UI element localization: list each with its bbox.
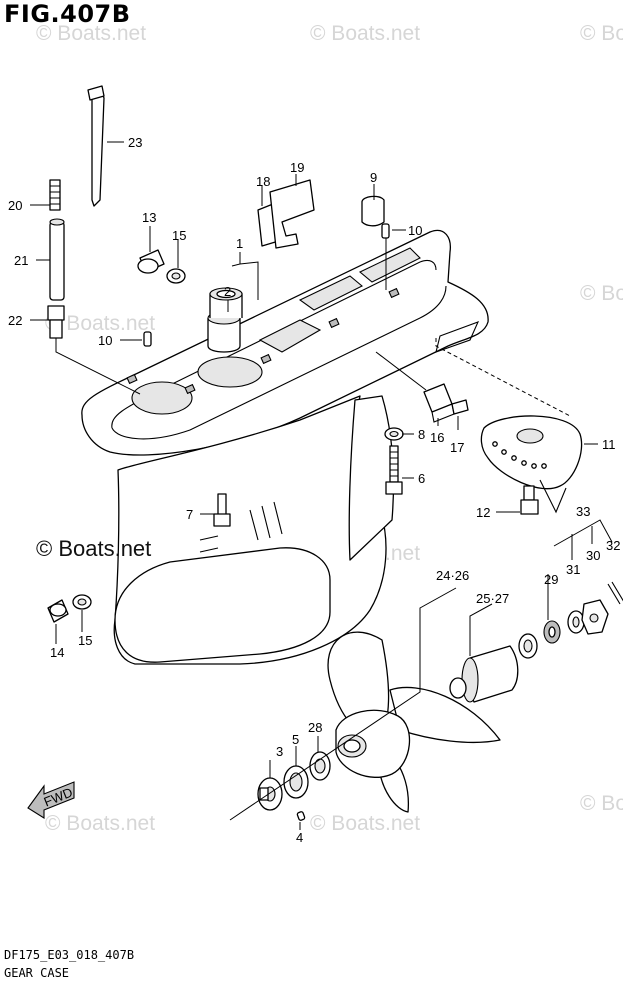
part-3-thrust-washer xyxy=(257,777,283,811)
callout-29: 29 xyxy=(544,572,558,587)
part-23-tie-wrap xyxy=(87,85,105,207)
watermark: © Boats.net xyxy=(580,792,623,815)
callout-15-lower: 15 xyxy=(78,633,92,648)
callout-14: 14 xyxy=(50,645,64,660)
watermark: © Boats.net xyxy=(36,22,146,45)
torpedo-nose xyxy=(114,547,331,663)
diagram-code: DF175_E03_018_407B xyxy=(4,948,135,962)
callout-10-right: 10 xyxy=(408,223,422,238)
watermark: © Boats.net xyxy=(580,282,623,305)
part-13-oil-plug xyxy=(137,249,165,274)
watermark: © Boats.net xyxy=(310,22,420,45)
part-spacer-a xyxy=(518,633,538,659)
part-12-bolt xyxy=(520,485,539,515)
part-30-nut xyxy=(581,599,609,635)
callout-8: 8 xyxy=(418,427,425,442)
diagram-name: GEAR CASE xyxy=(4,966,70,980)
watermark: © Boats.net xyxy=(45,812,155,835)
part-9-cover xyxy=(361,195,385,227)
callout-10-left: 10 xyxy=(98,333,112,348)
part-6-bolt xyxy=(385,445,403,495)
figure-title: FIG.407B xyxy=(4,0,131,28)
watermark: © Boats.net xyxy=(580,22,623,45)
part-14-drain-plug xyxy=(47,599,69,623)
callout-2: 2 xyxy=(224,284,231,299)
callout-33: 33 xyxy=(576,504,590,519)
part-11-trim-tab xyxy=(480,415,583,514)
callout-4: 4 xyxy=(296,830,303,845)
part-10-dowel-pin-left xyxy=(143,331,152,347)
callout-12: 12 xyxy=(476,505,490,520)
callout-18: 18 xyxy=(256,174,270,189)
callout-3: 3 xyxy=(276,744,283,759)
callout-9: 9 xyxy=(370,170,377,185)
fwd-label: FWD xyxy=(42,784,75,809)
part-16-anode xyxy=(423,383,455,423)
part-8-washer xyxy=(384,427,404,441)
callout-15-upper: 15 xyxy=(172,228,186,243)
watermark-main: © Boats.net xyxy=(36,536,151,561)
callout-17: 17 xyxy=(450,440,464,455)
callout-1: 1 xyxy=(236,236,243,251)
part-28-spacer xyxy=(309,751,331,781)
watermark: © Boats.net xyxy=(310,812,420,835)
callout-32: 32 xyxy=(606,538,620,553)
part-29-washer xyxy=(543,620,561,644)
callout-6: 6 xyxy=(418,471,425,486)
part-17-bolt xyxy=(451,399,469,415)
part-20-fitting xyxy=(49,179,61,211)
callout-30: 30 xyxy=(586,548,600,563)
callout-24-26: 24·26 xyxy=(436,568,469,583)
part-2-bushing xyxy=(209,287,243,318)
callout-22: 22 xyxy=(8,313,22,328)
part-25-27-bushing xyxy=(449,645,519,703)
part-4-pin xyxy=(296,811,306,821)
callout-13: 13 xyxy=(142,210,156,225)
callout-7: 7 xyxy=(186,507,193,522)
callout-11: 11 xyxy=(602,437,616,452)
part-10-dowel-pin-right xyxy=(381,223,390,239)
leader-lines xyxy=(30,141,613,830)
watermark: © Boats.net xyxy=(45,312,155,335)
part-21-water-tube xyxy=(49,218,65,301)
pinion-bore xyxy=(207,318,241,353)
callout-25-27: 25·27 xyxy=(476,591,509,606)
callout-21: 21 xyxy=(14,253,28,268)
callout-31: 31 xyxy=(566,562,580,577)
part-15-gasket-upper xyxy=(166,268,186,284)
gear-case-housing xyxy=(81,229,489,665)
part-19-retainer xyxy=(269,179,315,249)
skeg xyxy=(348,395,395,561)
callout-5: 5 xyxy=(292,732,299,747)
callout-19: 19 xyxy=(290,160,304,175)
part-15-gasket-lower xyxy=(72,594,92,610)
callout-23: 23 xyxy=(128,135,142,150)
part-7-bolt xyxy=(213,493,231,527)
part-32-cotter-pin xyxy=(607,581,623,605)
callout-16: 16 xyxy=(430,430,444,445)
propeller xyxy=(327,631,501,813)
callout-28: 28 xyxy=(308,720,322,735)
callout-labels: 23 20 21 22 13 15 10 1 2 18 19 9 10 8 6 … xyxy=(8,135,620,845)
part-5-spacer xyxy=(283,765,309,799)
callout-20: 20 xyxy=(8,198,22,213)
part-22-fitting xyxy=(47,305,65,339)
part-31-washer xyxy=(567,610,585,634)
